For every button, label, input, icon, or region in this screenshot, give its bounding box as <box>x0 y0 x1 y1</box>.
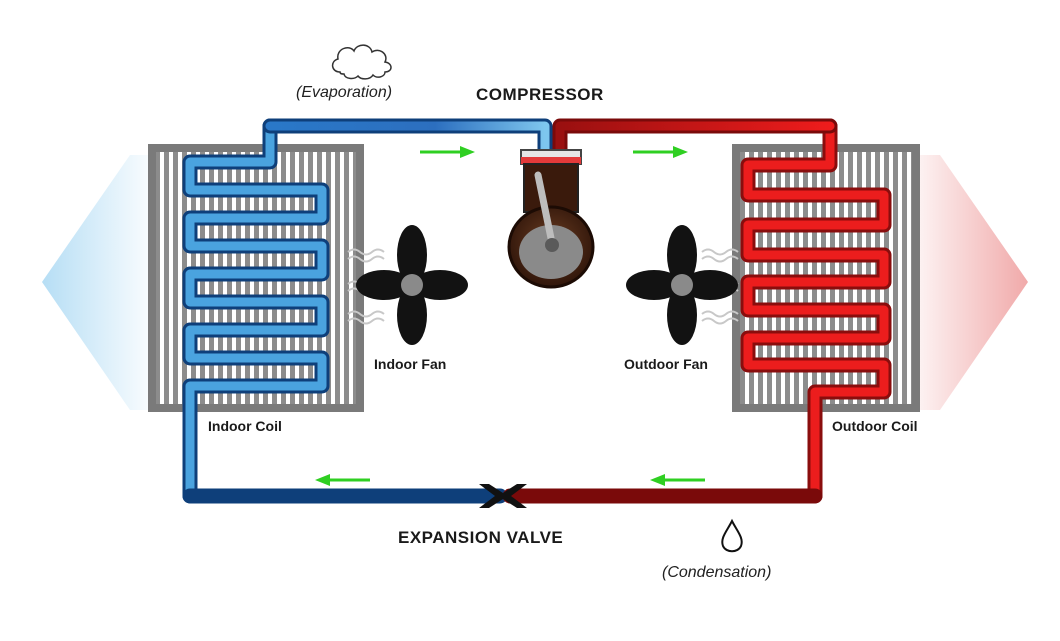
evaporation-label: (Evaporation) <box>296 84 392 101</box>
compressor-label: COMPRESSOR <box>476 85 604 104</box>
indoor-fan-label: Indoor Fan <box>374 356 446 372</box>
indoor-coil <box>148 118 364 504</box>
flow-arrow-top-right <box>633 146 688 158</box>
flow-arrow-bottom-left <box>315 474 370 486</box>
suction-line <box>262 118 553 160</box>
outdoor-coil <box>732 118 920 504</box>
cloud-icon <box>331 44 392 80</box>
indoor-coil-label: Indoor Coil <box>208 418 282 434</box>
outdoor-coil-label: Outdoor Coil <box>832 418 918 434</box>
indoor-fan-icon <box>356 225 468 345</box>
flow-arrow-bottom-right <box>650 474 705 486</box>
expansion-valve-label: EXPANSION VALVE <box>398 528 563 547</box>
cold-air-arrow <box>42 155 160 410</box>
discharge-line <box>552 118 838 160</box>
water-drop-icon <box>721 518 743 553</box>
condensation-label: (Condensation) <box>662 564 771 581</box>
flow-arrow-top-left <box>420 146 475 158</box>
outdoor-fan-label: Outdoor Fan <box>624 356 708 372</box>
compressor-icon <box>507 149 595 289</box>
outdoor-fan-icon <box>626 225 738 345</box>
hot-air-arrow <box>900 155 1028 410</box>
expansion-valve-icon <box>479 484 527 508</box>
